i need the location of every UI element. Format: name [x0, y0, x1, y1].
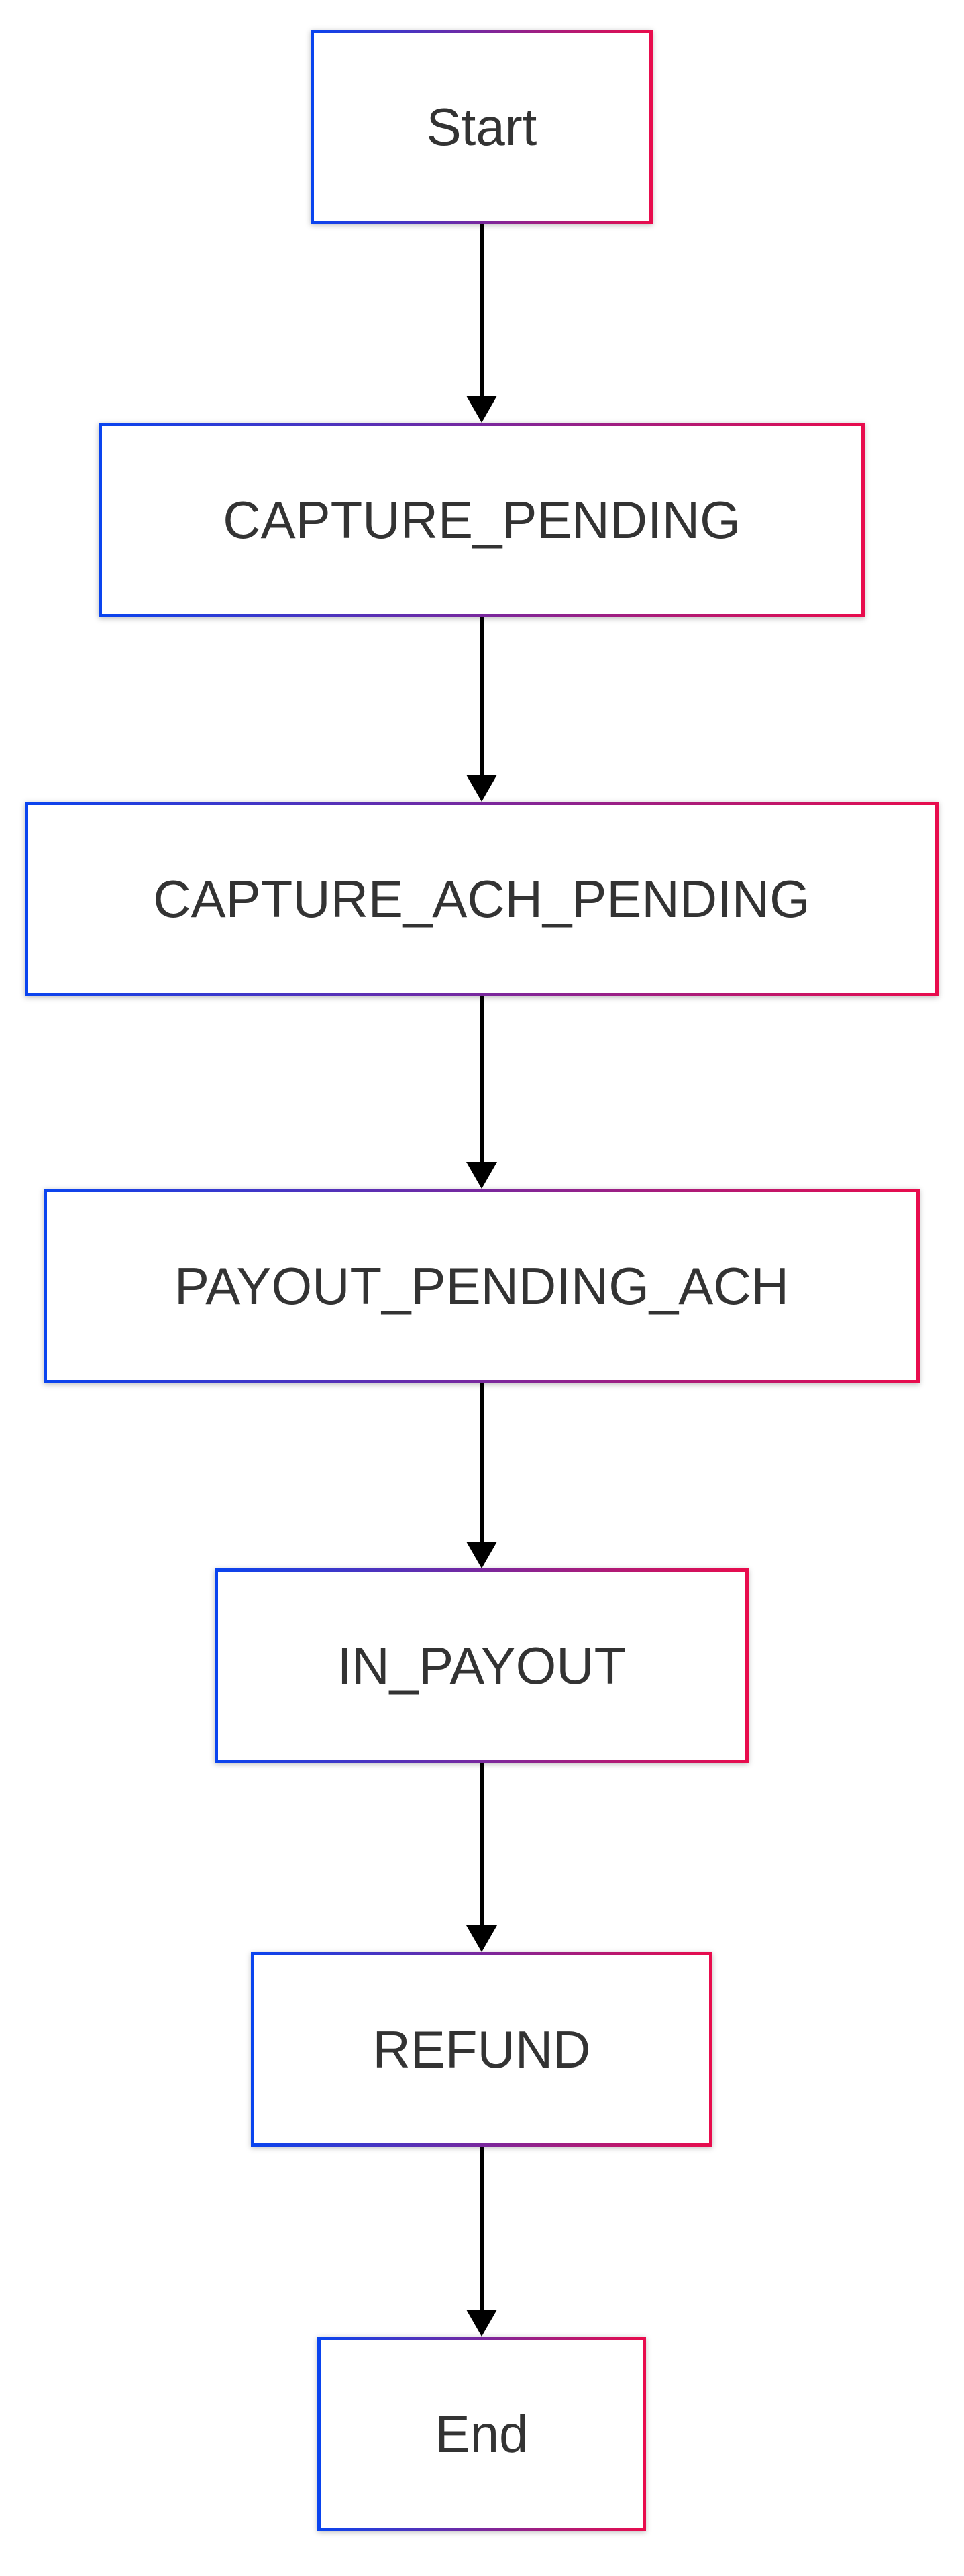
edge-line [480, 1763, 484, 1928]
edge-line [480, 224, 484, 398]
arrow-down-icon [466, 2310, 497, 2337]
edge-capture-ach-pending-to-payout-pending-ach [466, 996, 497, 1189]
arrow-down-icon [466, 1162, 497, 1189]
edge-capture-pending-to-capture-ach-pending [466, 617, 497, 802]
node-in-payout-label: IN_PAYOUT [337, 1635, 627, 1695]
edge-start-to-capture-pending [466, 224, 497, 423]
node-end: End [317, 2337, 646, 2531]
arrow-down-icon [466, 1542, 497, 1568]
node-start-label: Start [426, 97, 537, 156]
node-refund: REFUND [251, 1952, 712, 2147]
edge-line [480, 996, 484, 1165]
node-capture-pending-label: CAPTURE_PENDING [223, 490, 741, 549]
node-refund-label: REFUND [372, 2019, 591, 2079]
node-capture-pending: CAPTURE_PENDING [99, 423, 865, 617]
node-capture-ach-pending: CAPTURE_ACH_PENDING [25, 802, 939, 996]
arrow-down-icon [466, 1925, 497, 1952]
node-end-label: End [435, 2404, 529, 2463]
edge-line [480, 1383, 484, 1544]
edge-in-payout-to-refund [466, 1763, 497, 1952]
arrow-down-icon [466, 775, 497, 802]
edge-line [480, 2147, 484, 2312]
node-start: Start [311, 30, 653, 224]
arrow-down-icon [466, 396, 497, 423]
edge-refund-to-end [466, 2147, 497, 2337]
node-payout-pending-ach-label: PAYOUT_PENDING_ACH [174, 1256, 789, 1316]
edge-line [480, 617, 484, 777]
node-in-payout: IN_PAYOUT [215, 1568, 749, 1763]
node-capture-ach-pending-label: CAPTURE_ACH_PENDING [153, 869, 810, 928]
edge-payout-pending-ach-to-in-payout [466, 1383, 497, 1568]
node-payout-pending-ach: PAYOUT_PENDING_ACH [44, 1189, 920, 1383]
